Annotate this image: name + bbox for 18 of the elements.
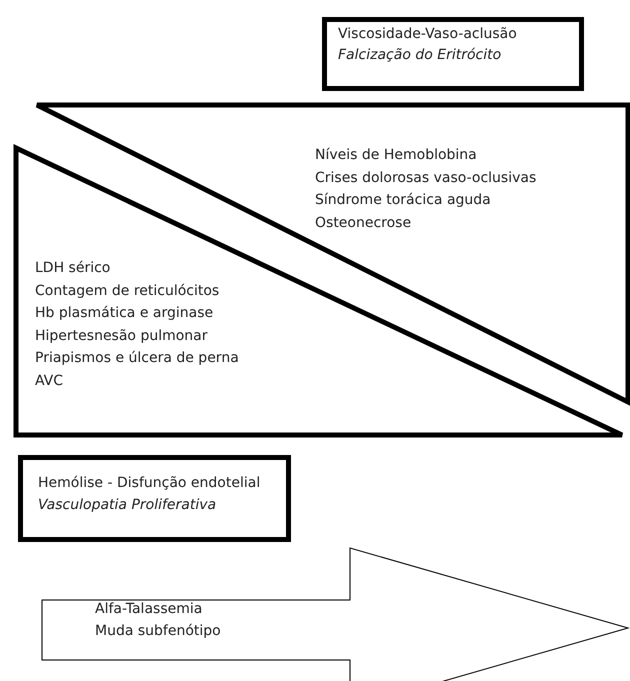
- text-line: Crises dolorosas vaso-oclusivas: [315, 168, 536, 186]
- text-line: Hemólise - Disfunção endotelial: [38, 474, 260, 492]
- text-line: Alfa-Talassemia: [95, 600, 202, 618]
- text-line: Priapismos e úlcera de perna: [35, 349, 239, 367]
- text-line: Falcização do Eritrócito: [338, 46, 502, 64]
- text-box: [322, 17, 584, 91]
- text-line: LDH sérico: [35, 259, 110, 277]
- text-box: [18, 455, 291, 542]
- text-line: Contagem de reticulócitos: [35, 282, 220, 300]
- text-line: Níveis de Hemoblobina: [315, 146, 477, 164]
- text-line: Vasculopatia Proliferativa: [38, 496, 216, 514]
- text-line: Síndrome torácica aguda: [315, 191, 491, 209]
- text-line: Muda subfenótipo: [95, 622, 221, 640]
- text-line: AVC: [35, 372, 64, 390]
- text-line: Osteonecrose: [315, 214, 412, 232]
- text-line: Viscosidade-Vaso-aclusão: [338, 25, 517, 43]
- text-line: Hb plasmática e arginase: [35, 304, 214, 322]
- text-line: Hipertesnesão pulmonar: [35, 326, 208, 344]
